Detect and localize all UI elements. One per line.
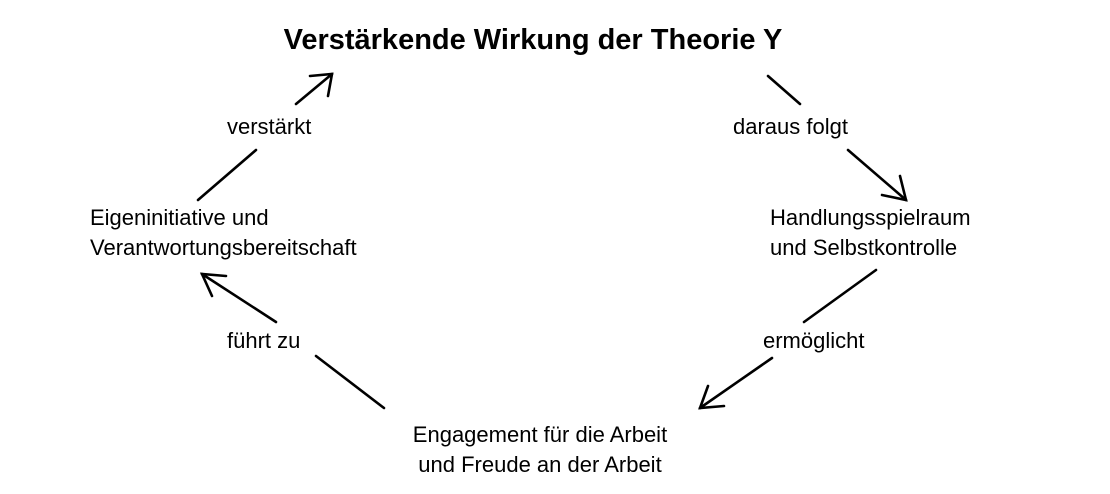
edge-eigeninitiative-to-title <box>196 72 334 202</box>
node-handlungsspielraum: Handlungsspielraum und Selbstkontrolle <box>770 203 971 263</box>
node-line: Handlungsspielraum <box>770 205 971 230</box>
node-line: Engagement für die Arbeit <box>412 422 668 447</box>
edge-handlungsspielraum-to-engagement <box>698 268 878 410</box>
edge-engagement-to-eigeninitiative <box>199 272 386 410</box>
edge-title-to-handlungsspielraum <box>766 74 908 202</box>
diagram-title: Verstärkende Wirkung der Theorie Y <box>283 24 783 56</box>
edge-label-ermoeglicht: ermöglicht <box>763 328 865 353</box>
node-line: Eigeninitiative und <box>90 205 269 230</box>
node-line: und Freude an der Arbeit <box>418 452 662 477</box>
node-engagement: Engagement für die Arbeit und Freude an … <box>380 420 700 480</box>
edge-label-daraus-folgt: daraus folgt <box>733 114 848 139</box>
node-line: und Selbstkontrolle <box>770 235 958 260</box>
edge-label-verstaerkt: verstärkt <box>227 114 312 139</box>
edge-label-fuehrt-zu: führt zu <box>227 328 301 353</box>
node-line: Verantwortungsbereitschaft <box>90 235 357 260</box>
node-eigeninitiative: Eigeninitiative und Verantwortungsbereit… <box>90 203 357 263</box>
